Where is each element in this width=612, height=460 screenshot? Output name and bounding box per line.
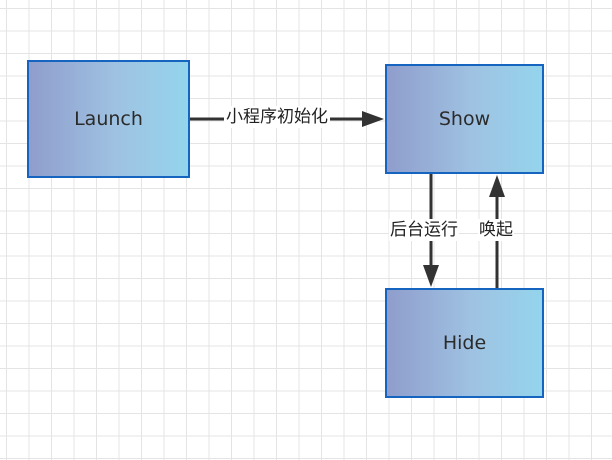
hide-node-label: Hide xyxy=(442,332,487,354)
launch-node: Launch xyxy=(27,60,190,178)
edge-label-wake: 唤起 xyxy=(478,219,514,241)
arrowhead-down-icon xyxy=(423,265,439,287)
edge-label-background: 后台运行 xyxy=(389,219,459,241)
arrowhead-up-icon xyxy=(489,175,505,197)
edge-hide-to-show xyxy=(489,175,505,288)
launch-node-label: Launch xyxy=(74,108,143,130)
arrowhead-right-icon xyxy=(362,111,384,127)
edge-label-init: 小程序初始化 xyxy=(224,106,330,128)
hide-node: Hide xyxy=(385,288,544,398)
show-node-label: Show xyxy=(438,108,491,130)
show-node: Show xyxy=(385,64,544,174)
